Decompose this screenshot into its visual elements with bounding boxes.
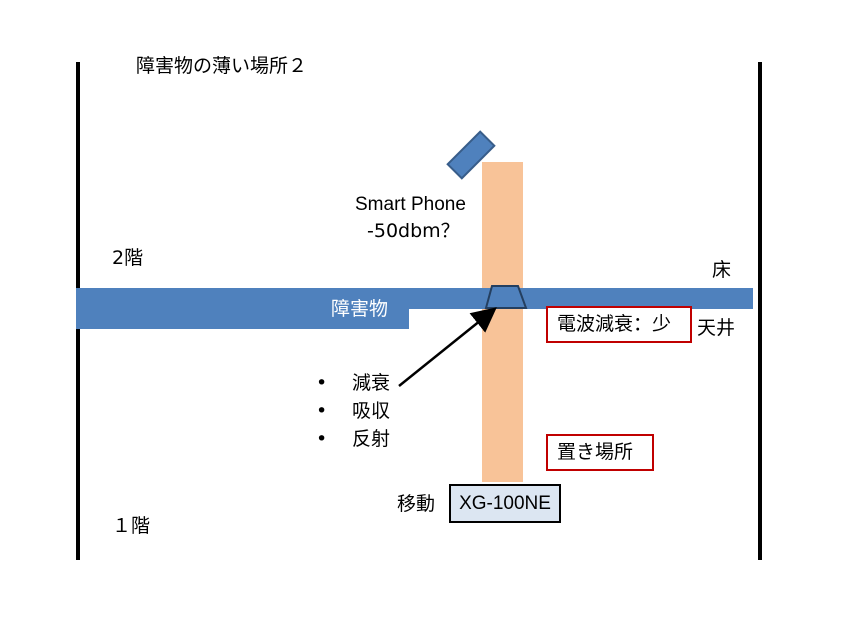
thin-spot-marker	[484, 285, 528, 309]
phone-signal: -50dbm？	[367, 220, 460, 242]
bullet-icon: •	[316, 372, 328, 394]
smartphone-icon	[446, 130, 496, 180]
attenuation-box: 電波減衰：少	[546, 306, 692, 343]
diagram-title: 障害物の薄い場所２	[136, 55, 308, 77]
effect-item: • 吸収	[316, 397, 390, 425]
effects-list: • 減衰 • 吸収 • 反射	[316, 369, 390, 453]
obstacle-label: 障害物	[331, 298, 389, 320]
bullet-icon: •	[316, 428, 328, 450]
effect-label: 反射	[352, 428, 391, 450]
device-box: XG-100NE	[449, 484, 561, 523]
floor-text: 床	[712, 259, 732, 281]
effect-item: • 減衰	[316, 369, 390, 397]
placement-box: 置き場所	[546, 434, 654, 471]
obstacle-slab-lower	[76, 308, 409, 329]
effect-label: 減衰	[352, 372, 391, 394]
obstacle-slab-upper	[76, 288, 753, 309]
right-wall	[758, 62, 762, 560]
phone-name: Smart Phone	[355, 194, 466, 215]
effect-label: 吸収	[352, 400, 391, 422]
move-label: 移動	[397, 493, 436, 515]
attenuation-arrow	[398, 307, 497, 387]
lower-floor-label: １階	[112, 515, 151, 537]
ceiling-text: 天井	[697, 317, 736, 339]
bullet-icon: •	[316, 400, 328, 422]
effect-item: • 反射	[316, 425, 390, 453]
upper-floor-label: 2階	[112, 247, 144, 269]
